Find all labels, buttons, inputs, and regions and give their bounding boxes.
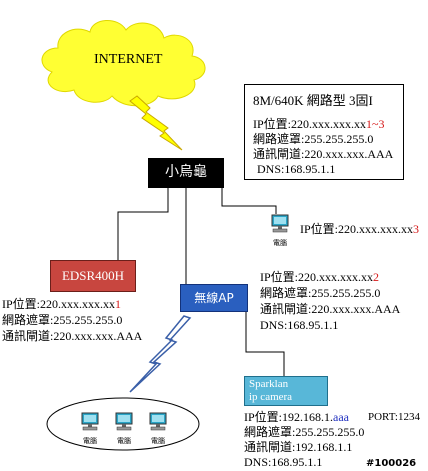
ip-camera-node: Sparklan ip camera — [244, 376, 328, 406]
internet-label: INTERNET — [94, 52, 163, 67]
camera-label-line2: ip camera — [249, 391, 293, 403]
isp-plan-title: 8M/640K 網路型 3固I — [253, 93, 373, 108]
pc3-ip: IP位置:220.xxx.xxx.xx3 — [300, 222, 420, 236]
internet-cloud — [41, 20, 206, 107]
camera-dns: DNS:168.95.1.1 — [244, 455, 323, 469]
isp-ip-range: IP位置:220.xxx.xxx.xx1~3 — [253, 117, 385, 131]
wireless-pc-1-label: 電腦 — [83, 437, 97, 445]
ap-mask: 網路遮罩:255.255.255.0 — [260, 286, 381, 300]
camera-gateway: 通訊閘道:192.168.1.1 — [244, 440, 353, 454]
edsr-gateway: 通訊閘道:220.xxx.xxx.AAA — [2, 329, 143, 343]
edsr-ip: IP位置:220.xxx.xxx.xx1 — [2, 297, 122, 311]
image-id-watermark: #100026 — [366, 458, 417, 469]
connection-lines — [117, 188, 285, 376]
isp-info-box: 8M/640K 網路型 3固I IP位置:220.xxx.xxx.xx1~3 網… — [244, 84, 404, 180]
pc3-computer-icon: 電腦 — [270, 214, 290, 247]
router-node: 小烏龜 — [148, 158, 224, 188]
camera-ip: IP位置:192.168.1.aaa — [244, 410, 349, 424]
wireless-pc-2-computer-icon: 電腦 — [114, 412, 134, 445]
wireless-pc-3-computer-icon: 電腦 — [148, 412, 168, 445]
wireless-pc-1-computer-icon: 電腦 — [80, 412, 100, 445]
wireless-lightning — [129, 315, 192, 393]
ap-gateway: 通訊閘道:220.xxx.xxx.AAA — [260, 302, 401, 316]
edsr-mask: 網路遮罩:255.255.255.0 — [2, 313, 123, 327]
camera-mask: 網路遮罩:255.255.255.0 — [244, 425, 365, 439]
camera-label-line1: Sparklan — [249, 378, 289, 390]
ap-dns: DNS:168.95.1.1 — [260, 318, 339, 332]
isp-dns: DNS:168.95.1.1 — [257, 162, 336, 176]
wireless-ap-node: 無線AP — [180, 284, 248, 312]
ap-ip: IP位置:220.xxx.xxx.xx2 — [260, 270, 380, 284]
wireless-pc-2-label: 電腦 — [117, 437, 131, 445]
internet-lightning — [129, 95, 183, 151]
isp-gateway: 通訊閘道:220.xxx.xxx.AAA — [253, 147, 394, 161]
camera-port: PORT:1234 — [368, 411, 420, 423]
wireless-pc-3-label: 電腦 — [151, 437, 165, 445]
edsr400h-node: EDSR400H — [50, 260, 136, 292]
pc3-label: 電腦 — [273, 239, 287, 247]
isp-mask: 網路遮罩:255.255.255.0 — [253, 132, 374, 146]
